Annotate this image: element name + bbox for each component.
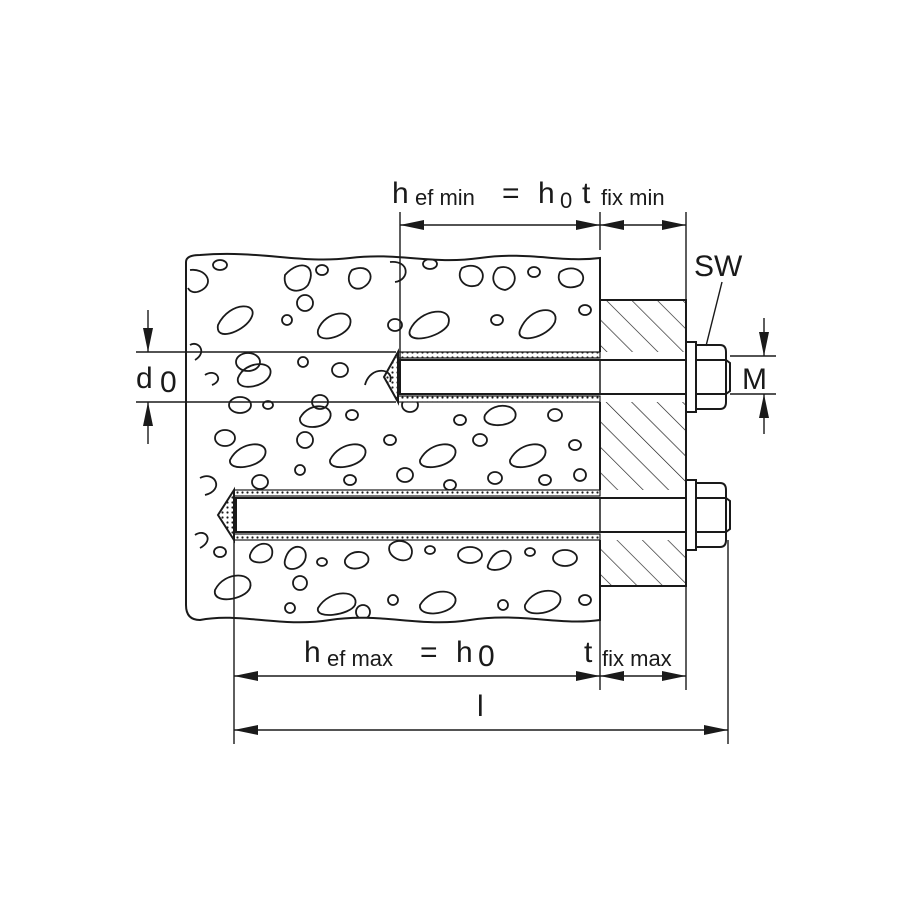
label-h: h [392, 177, 409, 210]
label-h0-subscript: 0 [560, 188, 572, 213]
label-d: d [136, 362, 153, 395]
label-t: t [584, 636, 593, 669]
upper-mortar-top [397, 351, 601, 359]
lower-washer [685, 479, 697, 551]
label-ef-min: ef min [415, 185, 475, 210]
fixture-plate [599, 299, 687, 587]
upper-hex-nut [695, 344, 727, 410]
label-l: l [477, 690, 484, 723]
label-m: M [742, 363, 767, 396]
upper-anchor [382, 341, 731, 413]
label-fix-min: fix min [601, 185, 665, 210]
label-sw: SW [694, 250, 743, 283]
label-ef-max: ef max [327, 646, 393, 671]
label-fix-max: fix max [602, 646, 672, 671]
label-h0-subscript: 0 [478, 640, 495, 673]
lower-anchor-rod [235, 497, 689, 533]
label-h0: h [456, 636, 473, 669]
sw-leader-line [705, 281, 723, 347]
label-d0: d 0 [136, 362, 177, 399]
label-hef-max: h ef max = h 0 [304, 636, 495, 673]
label-tfix-max: t fix max [584, 636, 672, 671]
lower-drill-tip [216, 486, 235, 544]
label-tfix-min: t fix min [582, 177, 665, 210]
lower-mortar-top [233, 489, 601, 497]
upper-washer [685, 341, 697, 413]
label-h: h [304, 636, 321, 669]
concrete-base [185, 252, 601, 624]
lower-hex-nut [695, 482, 727, 548]
label-equals: = [420, 636, 438, 669]
dimension-lines [136, 212, 776, 744]
label-hef-min: h ef min = h 0 [392, 177, 572, 213]
label-t: t [582, 177, 591, 210]
aggregate-stones [187, 258, 592, 620]
upper-drill-tip [382, 348, 399, 406]
lower-mortar-bottom [233, 533, 601, 541]
label-d0-subscript: 0 [160, 366, 177, 399]
label-h0: h [538, 177, 555, 210]
label-equals: = [502, 177, 520, 210]
upper-anchor-rod [399, 359, 689, 395]
lower-anchor [216, 479, 731, 551]
upper-mortar-bottom [397, 395, 601, 403]
